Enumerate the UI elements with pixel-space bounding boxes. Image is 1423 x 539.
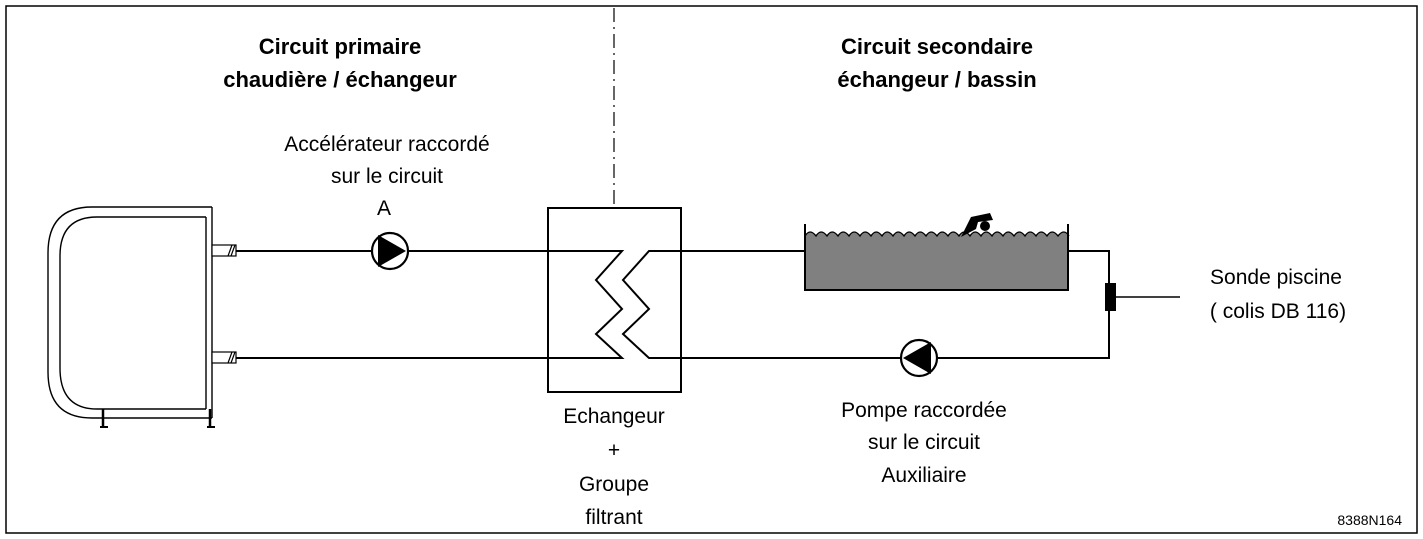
sensor-label-line1: Sonde piscine <box>1210 266 1342 289</box>
accelerator-label-line2: sur le circuit <box>331 165 443 188</box>
boiler <box>47 206 215 428</box>
accelerator-label-line3: A <box>377 197 391 220</box>
pump-label-line1: Pompe raccordée <box>841 399 1007 422</box>
swimmer-icon <box>961 213 993 237</box>
accelerator-label-line1: Accélérateur raccordé <box>284 133 489 156</box>
secondary-title-line1: Circuit secondaire <box>841 34 1033 59</box>
heat-exchanger <box>547 207 682 393</box>
accelerator-pump-icon <box>370 231 410 271</box>
boiler-outlet-connector <box>211 244 237 257</box>
exchanger-label-line3: Groupe <box>579 473 649 496</box>
sensor-label-line2: ( colis DB 116) <box>1210 300 1346 323</box>
diagram-frame <box>5 5 1418 534</box>
pump-label-line2: sur le circuit <box>868 431 980 454</box>
exchanger-label-line1: Echangeur <box>563 405 665 428</box>
figure-reference: 8388N164 <box>1337 512 1402 528</box>
swimming-pool <box>804 224 1070 291</box>
exchanger-label-line2: + <box>608 439 620 462</box>
pool-sensor-icon <box>1105 283 1180 311</box>
primary-title-line2: chaudière / échangeur <box>223 67 457 92</box>
primary-title-line1: Circuit primaire <box>259 34 422 59</box>
auxiliary-pump-icon <box>899 338 939 378</box>
secondary-title-line2: échangeur / bassin <box>837 67 1036 92</box>
boiler-return-connector <box>211 351 237 364</box>
exchanger-label-line4: filtrant <box>585 506 642 529</box>
pump-label-line3: Auxiliaire <box>881 464 966 487</box>
